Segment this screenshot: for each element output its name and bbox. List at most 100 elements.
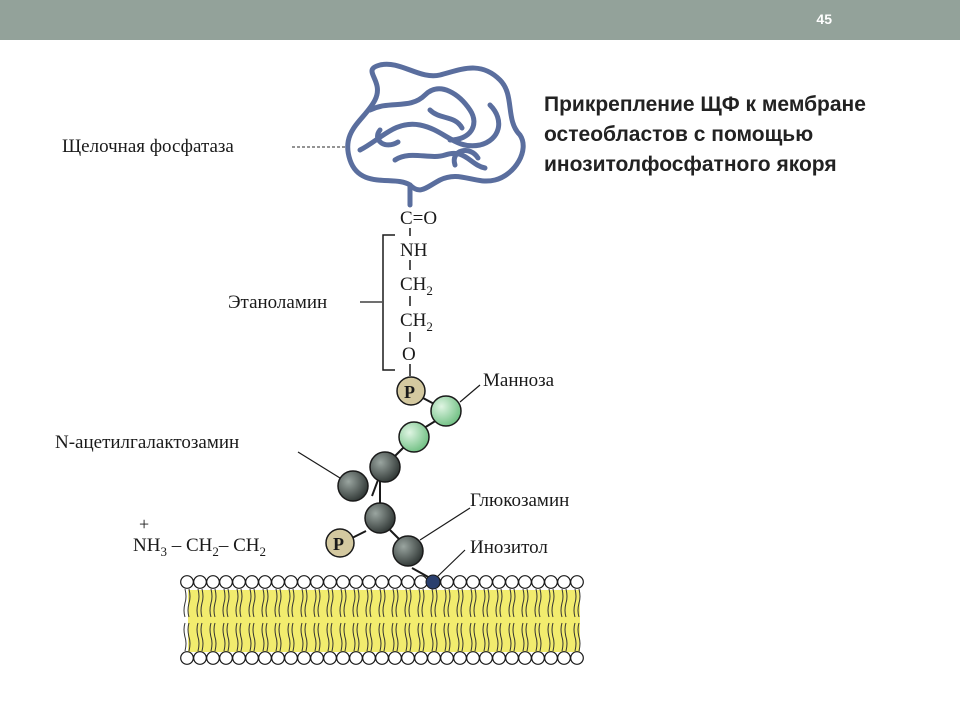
- lipid-tail-bottom: [395, 622, 399, 652]
- lipid-head-bottom: [219, 651, 233, 665]
- lipid-tail-top: [339, 588, 343, 618]
- lipid-head-top: [180, 575, 194, 589]
- lipid-tail-top: [291, 588, 295, 618]
- lipid-tail-top: [378, 588, 382, 618]
- chem-ch2-a: CH2: [400, 274, 433, 298]
- lipid-tail-bottom: [317, 622, 321, 652]
- lipid-tail-bottom: [239, 622, 243, 652]
- lipid-tail-bottom: [391, 622, 395, 652]
- lipid-tail-top: [261, 588, 265, 618]
- label-inositol: Инозитол: [470, 537, 548, 558]
- slide-title: Прикрепление ЩФ к мембране остеобластов …: [544, 93, 866, 176]
- lipid-tail-bottom: [304, 622, 308, 652]
- lipid-tail-top: [365, 588, 369, 618]
- lipid-head-top: [401, 575, 415, 589]
- slide-number: 45: [816, 11, 832, 27]
- lipid-tail-top: [252, 588, 256, 618]
- lipid-tail-top: [274, 588, 278, 618]
- lipid-tail-top: [326, 588, 330, 618]
- lipid-head-top: [544, 575, 558, 589]
- lipid-tail-bottom: [287, 622, 291, 652]
- lipid-head-bottom: [479, 651, 493, 665]
- lipid-tail-top: [239, 588, 243, 618]
- lipid-head-bottom: [440, 651, 454, 665]
- lipid-tail-top: [343, 588, 347, 618]
- lipid-tail-top: [369, 588, 373, 618]
- chem-oxygen: O: [402, 344, 416, 365]
- chem-carbonyl: C=O: [400, 208, 437, 229]
- lipid-head-bottom: [492, 651, 506, 665]
- glucosamine: [392, 535, 424, 567]
- lipid-tail-top: [473, 588, 477, 618]
- lipid-tail-top: [456, 588, 460, 618]
- lipid-tail-top: [200, 588, 204, 618]
- lipid-tail-bottom: [213, 622, 217, 652]
- lipid-tail-bottom: [313, 622, 317, 652]
- lipid-tail-bottom: [365, 622, 369, 652]
- lipid-tail-bottom: [235, 622, 239, 652]
- lipid-tail-bottom: [183, 622, 187, 652]
- mannose-1: [430, 395, 462, 427]
- lipid-tail-bottom: [421, 622, 425, 652]
- lipid-tail-top: [300, 588, 304, 618]
- lipid-tail-bottom: [200, 622, 204, 652]
- lipid-tail-top: [421, 588, 425, 618]
- lipid-tail-top: [499, 588, 503, 618]
- chem-ch2-b: CH2: [400, 310, 433, 334]
- lipid-tail-bottom: [265, 622, 269, 652]
- lipid-tail-top: [408, 588, 412, 618]
- lipid-tail-top: [538, 588, 542, 618]
- lipid-tail-top: [213, 588, 217, 618]
- lipid-tail-top: [382, 588, 386, 618]
- membrane-bilayer: [180, 574, 584, 665]
- top-bar: 45: [0, 0, 960, 40]
- lipid-head-bottom: [349, 651, 363, 665]
- lipid-tail-top: [187, 588, 191, 618]
- lipid-tail-bottom: [382, 622, 386, 652]
- lipid-tail-bottom: [460, 622, 464, 652]
- lipid-tail-top: [417, 588, 421, 618]
- lipid-tail-top: [434, 588, 438, 618]
- lipid-tail-top: [226, 588, 230, 618]
- lipid-head-top: [323, 575, 337, 589]
- lipid-head-bottom: [180, 651, 194, 665]
- lipid-tail-bottom: [417, 622, 421, 652]
- lipid-tail-top: [235, 588, 239, 618]
- lipid-tail-bottom: [547, 622, 551, 652]
- lipid-tail-bottom: [560, 622, 564, 652]
- lipid-head-bottom: [193, 651, 207, 665]
- lipid-tail-top: [304, 588, 308, 618]
- phosphate-side: [325, 528, 355, 558]
- lipid-tail-bottom: [261, 622, 265, 652]
- lipid-tail-bottom: [252, 622, 256, 652]
- lipid-head-bottom: [505, 651, 519, 665]
- lipid-head-bottom: [284, 651, 298, 665]
- lipid-tail-top: [564, 588, 568, 618]
- lipid-tail-bottom: [326, 622, 330, 652]
- lipid-head-top: [453, 575, 467, 589]
- lipid-head-bottom: [362, 651, 376, 665]
- lipid-tail-top: [222, 588, 226, 618]
- lipid-head-bottom: [466, 651, 480, 665]
- lipid-tail-top: [356, 588, 360, 618]
- lipid-head-top: [206, 575, 220, 589]
- lipid-tail-bottom: [521, 622, 525, 652]
- lipid-head-bottom: [375, 651, 389, 665]
- lipid-tail-top: [248, 588, 252, 618]
- lipid-tail-bottom: [248, 622, 252, 652]
- lipid-head-bottom: [258, 651, 272, 665]
- label-glucosamine: Глюкозамин: [470, 490, 569, 511]
- lipid-tail-bottom: [274, 622, 278, 652]
- lipid-tail-top: [508, 588, 512, 618]
- lipid-head-top: [310, 575, 324, 589]
- lipid-tail-top: [486, 588, 490, 618]
- lipid-head-top: [570, 575, 584, 589]
- label-alkaline-phosphatase: Щелочная фосфатаза: [62, 136, 234, 157]
- lipid-tail-top: [404, 588, 408, 618]
- lipid-head-top: [440, 575, 454, 589]
- lipid-tail-top: [287, 588, 291, 618]
- lipid-tail-bottom: [408, 622, 412, 652]
- sugar-dark-1: [369, 451, 401, 483]
- lipid-tail-bottom: [495, 622, 499, 652]
- lipid-head-top: [479, 575, 493, 589]
